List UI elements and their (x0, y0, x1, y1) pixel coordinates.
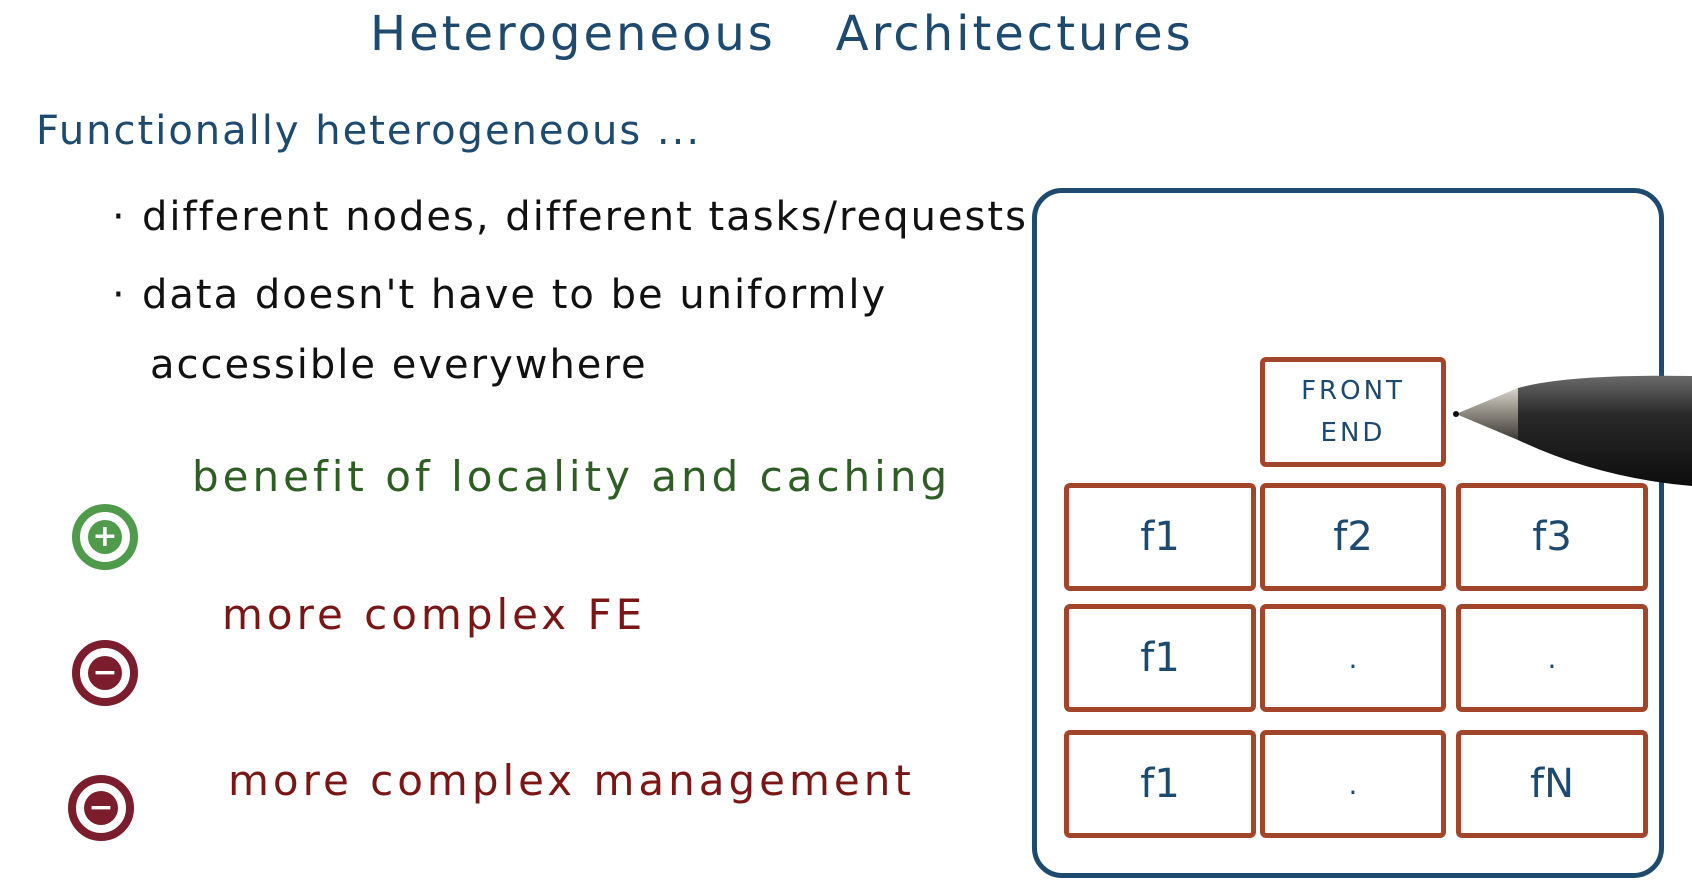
page-title: Heterogeneous Architectures (370, 6, 1194, 62)
front-end-label-line-2: END (1320, 418, 1386, 448)
bullet-text: different nodes, different tasks/request… (142, 194, 1028, 240)
pen-icon (1453, 375, 1692, 486)
title-part-1: Heterogeneous (370, 6, 776, 62)
minus-circle-icon: − (72, 640, 138, 706)
node-cell: . (1260, 604, 1446, 712)
bullet-continuation: accessible everywhere (150, 342, 648, 388)
minus-circle-icon: − (68, 775, 134, 841)
node-cell: f1 (1064, 730, 1256, 838)
bullet-item: ·different nodes, different tasks/reques… (112, 194, 1028, 240)
front-end-node: FRONT END (1260, 357, 1446, 467)
node-cell: f1 (1064, 483, 1256, 591)
node-cell: f2 (1260, 483, 1446, 591)
con-item: more complex management (228, 756, 915, 805)
pro-item: benefit of locality and caching (192, 452, 952, 501)
node-cell: fN (1456, 730, 1648, 838)
con-item: more complex FE (222, 590, 647, 639)
bullet-item: ·data doesn't have to be uniformly (112, 272, 888, 318)
title-part-2: Architectures (835, 6, 1194, 62)
node-cell: . (1260, 730, 1446, 838)
system-boundary (1032, 188, 1664, 878)
node-cell: f3 (1456, 483, 1648, 591)
node-cell: f1 (1064, 604, 1256, 712)
bullet-text: data doesn't have to be uniformly (142, 272, 888, 318)
node-cell: . (1456, 604, 1648, 712)
front-end-label-line-1: FRONT (1301, 376, 1405, 406)
section-heading: Functionally heterogeneous ... (36, 108, 702, 154)
plus-circle-icon: + (72, 504, 138, 570)
